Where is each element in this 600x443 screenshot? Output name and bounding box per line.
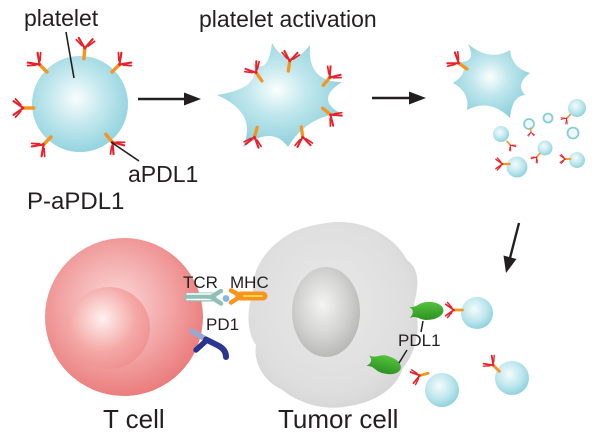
apdl1-pointer-line bbox=[110, 141, 140, 162]
mhc-icon bbox=[228, 288, 268, 305]
antibody-icon bbox=[502, 137, 518, 153]
t-cell bbox=[45, 238, 203, 396]
pdl1-label: PDL1 bbox=[398, 331, 441, 350]
arrow-to-tumor-icon bbox=[503, 222, 521, 273]
tcr-label: TCR bbox=[183, 273, 218, 292]
tumor-cell-label: Tumor cell bbox=[278, 404, 399, 434]
microparticle bbox=[506, 156, 528, 178]
microparticle bbox=[568, 99, 586, 117]
tumor-cell bbox=[248, 221, 418, 408]
t-cell-label: T cell bbox=[103, 404, 165, 434]
pd1-icon bbox=[189, 328, 229, 360]
tcr-icon bbox=[184, 288, 224, 306]
apdl1-label: aPDL1 bbox=[128, 161, 199, 187]
antibody-icon bbox=[444, 300, 464, 320]
microparticle bbox=[523, 118, 535, 130]
pdl1-pointer-line bbox=[398, 349, 408, 364]
activation-label: platelet activation bbox=[199, 6, 377, 32]
microparticle-cluster bbox=[493, 99, 586, 178]
arrow-activation-icon bbox=[138, 92, 201, 106]
activated-platelet-cell bbox=[217, 43, 342, 147]
platelet-cell bbox=[32, 56, 128, 152]
releasing-platelet-cell bbox=[444, 44, 530, 118]
platelet-label: platelet bbox=[24, 5, 99, 31]
mhc-label: MHC bbox=[230, 273, 269, 292]
platelet-pointer-line bbox=[65, 31, 75, 79]
p-apdl1-label: P-aPDL1 bbox=[27, 188, 125, 215]
microparticle bbox=[537, 140, 553, 156]
microparticle bbox=[425, 373, 459, 407]
tumor-cell-nucleus bbox=[292, 267, 360, 357]
microparticle bbox=[542, 112, 554, 124]
pdl1-pointer-line bbox=[420, 320, 424, 333]
microparticle bbox=[493, 126, 509, 142]
microparticle bbox=[495, 361, 529, 395]
t-cell-nucleus bbox=[68, 287, 150, 369]
antibody-icon bbox=[11, 97, 36, 119]
microparticle bbox=[566, 126, 580, 140]
bound-microparticles bbox=[408, 297, 529, 407]
microparticle bbox=[461, 297, 493, 329]
arrow-release-icon bbox=[372, 91, 426, 105]
microparticle bbox=[569, 152, 585, 168]
tcr-mhc-synapse bbox=[184, 288, 268, 306]
pd1-label: PD1 bbox=[206, 315, 240, 334]
peptide-dot-icon bbox=[222, 295, 230, 302]
antibody-icon bbox=[559, 153, 572, 165]
